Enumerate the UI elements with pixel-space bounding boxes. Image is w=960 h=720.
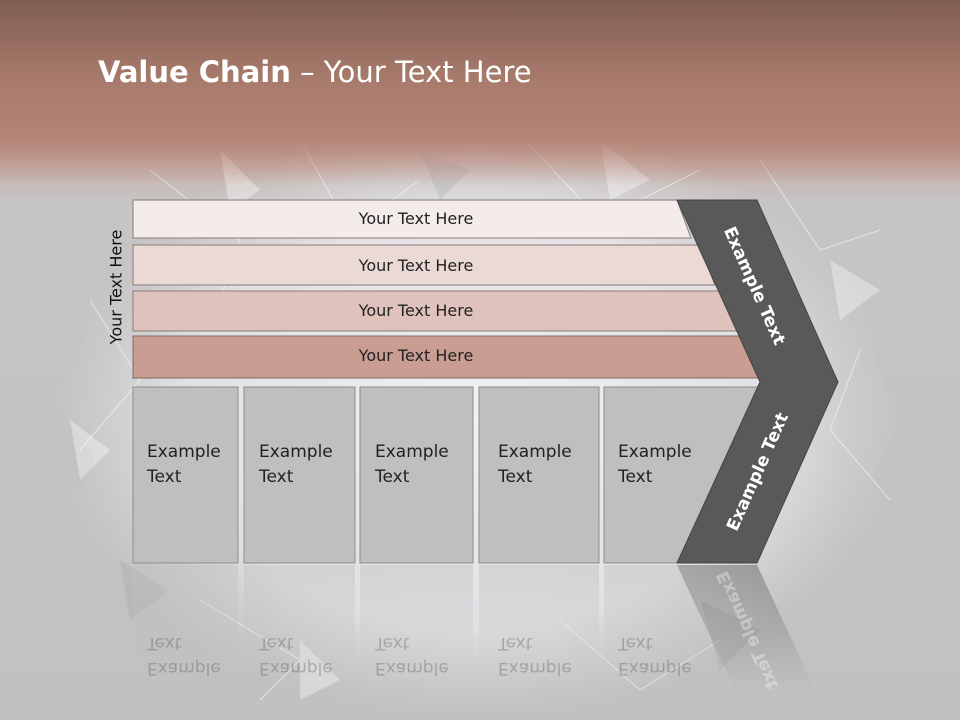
band-shape-1: [132, 199, 692, 239]
box-label-1-line1: Example: [147, 442, 221, 462]
box-label-3-line2: Text: [375, 467, 410, 487]
box-label-reflection-3: Example Text: [375, 630, 475, 680]
box-reflection-1: [133, 565, 238, 685]
side-label-text: Your Text Here: [106, 229, 126, 345]
box-label-5-line2: Text: [618, 467, 653, 487]
box-label-reflection-2-line1: Example: [259, 658, 333, 678]
box-reflection-2: [244, 565, 355, 685]
box-reflection-5: [604, 565, 740, 690]
title-bold: Value Chain: [98, 55, 291, 89]
box-label-reflection-1-line2: Text: [147, 633, 182, 653]
chevron-arrow: [676, 199, 839, 564]
band-label-3: Your Text Here: [358, 301, 474, 320]
box-reflection-4: [479, 565, 599, 685]
box-label-2-line1: Example: [259, 442, 333, 462]
box-label-reflection-1: Example Text: [147, 630, 247, 680]
header-band: [0, 0, 960, 140]
box-label-reflection-5-line1: Example: [618, 658, 692, 678]
box-label-reflection-1-line1: Example: [147, 658, 221, 678]
box-label-3: Example Text: [375, 440, 475, 490]
header-fade: [0, 140, 960, 185]
box-label-reflection-3-line1: Example: [375, 658, 449, 678]
slide-title: Value Chain – Your Text Here: [98, 55, 532, 95]
box-label-4-line2: Text: [498, 467, 533, 487]
band-label-2: Your Text Here: [358, 256, 474, 275]
band-label-4: Your Text Here: [358, 346, 474, 365]
box-label-4-line1: Example: [498, 442, 572, 462]
box-label-2: Example Text: [259, 440, 359, 490]
box-label-reflection-4: Example Text: [498, 630, 598, 680]
box-label-reflection-5: Example Text: [618, 630, 718, 680]
band-shape-2: [132, 244, 716, 286]
box-shape-3: [359, 386, 474, 564]
box-shape-4: [478, 386, 600, 564]
chevron-reflection: [677, 565, 815, 690]
box-shape-1: [132, 386, 239, 564]
box-label-reflection-5-line2: Text: [618, 633, 653, 653]
title-rest: – Your Text Here: [290, 55, 532, 89]
box-label-reflection-4-line2: Text: [498, 633, 533, 653]
band-label-1: Your Text Here: [358, 209, 474, 228]
box-shape-2: [243, 386, 356, 564]
box-label-reflection-4-line1: Example: [498, 658, 572, 678]
box-label-2-line2: Text: [259, 467, 294, 487]
box-label-1: Example Text: [147, 440, 247, 490]
box-reflection-3: [360, 565, 473, 685]
box-label-4: Example Text: [498, 440, 598, 490]
box-label-5-line1: Example: [618, 442, 692, 462]
box-label-3-line1: Example: [375, 442, 449, 462]
box-label-reflection-2: Example Text: [259, 630, 359, 680]
box-label-reflection-2-line2: Text: [259, 633, 294, 653]
box-label-1-line2: Text: [147, 467, 182, 487]
box-label-5: Example Text: [618, 440, 718, 490]
box-label-reflection-3-line2: Text: [375, 633, 410, 653]
